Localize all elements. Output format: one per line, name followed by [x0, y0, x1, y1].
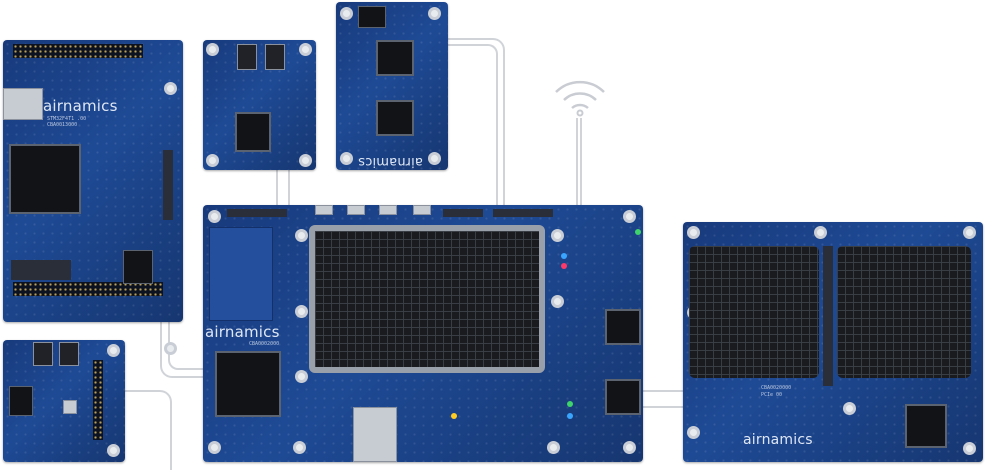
mounting-hole [295, 370, 308, 383]
connector [33, 342, 53, 366]
header-connector [493, 209, 553, 217]
pin-header [13, 282, 163, 296]
mounting-hole [107, 444, 120, 457]
button [63, 400, 77, 414]
mounting-hole [164, 342, 177, 355]
mounting-hole [340, 7, 353, 20]
usb-port [413, 205, 431, 215]
usb-port [315, 205, 333, 215]
connector [237, 44, 257, 70]
wire-left-board-to-main [160, 318, 210, 378]
mounting-hole [107, 344, 120, 357]
mcu-chip [9, 144, 81, 214]
wire-bottom-left [120, 390, 172, 470]
ethernet-port [353, 407, 397, 462]
connector [59, 342, 79, 366]
mounting-hole [299, 154, 312, 167]
mounting-hole [340, 152, 353, 165]
mounting-hole [687, 226, 700, 239]
usb-port [379, 205, 397, 215]
usb-port [347, 205, 365, 215]
pin-header [93, 360, 103, 440]
board-small-module-1 [203, 40, 316, 170]
component [163, 150, 173, 220]
memory-heatsink-left [689, 246, 819, 378]
mounting-hole [295, 229, 308, 242]
mounting-hole [623, 441, 636, 454]
memory-heatsink-right [837, 246, 971, 378]
mounting-hole [623, 210, 636, 223]
power-inductor [605, 309, 641, 345]
wire-main-to-right [640, 390, 690, 408]
board-brand-label: airnamics [205, 323, 280, 341]
ic-chip [376, 100, 414, 136]
mounting-hole [428, 152, 441, 165]
board-stm32-module: airnamics STM32F4T1 .00 CBA0013000 [3, 40, 183, 355]
mounting-hole [208, 441, 221, 454]
mounting-hole [295, 305, 308, 318]
mounting-hole [963, 226, 976, 239]
mounting-hole [551, 229, 564, 242]
mounting-hole [687, 426, 700, 439]
status-led [635, 229, 641, 235]
mounting-hole [299, 43, 312, 56]
mounting-hole [428, 7, 441, 20]
board-brand-label: airnamics [43, 97, 118, 115]
usb-connector [3, 88, 43, 120]
mounting-hole [206, 43, 219, 56]
board-pcie-expansion: airnamics CBA0020000 PCIe 00 [683, 222, 983, 462]
ic-chip [376, 40, 414, 76]
board-code-label: CBA0020000 [761, 385, 792, 391]
mounting-hole [206, 154, 219, 167]
cpu-heatsink [309, 225, 545, 373]
pin-header [13, 44, 143, 58]
status-led [567, 401, 573, 407]
ic-chip [123, 250, 153, 284]
board-small-module-2: airnamics [336, 2, 448, 170]
header-connector [443, 209, 483, 217]
board-code-label: CBA0013000 [47, 122, 78, 128]
board-brand-label: airnamics [358, 154, 423, 169]
board-main-carrier: airnamics CBA0002000 [203, 205, 643, 462]
connector-strip [823, 246, 833, 386]
ic-chip [9, 386, 33, 416]
sata-connector [227, 209, 287, 217]
component [11, 260, 71, 280]
wire-top-board-to-main-2 [445, 44, 498, 212]
board-sub-label: PCIe 00 [761, 392, 783, 398]
status-led [561, 263, 567, 269]
wireless-module [209, 227, 273, 321]
mounting-hole [164, 82, 177, 95]
ic-chip [905, 404, 947, 448]
board-code-label: CBA0002000 [249, 341, 280, 347]
power-module [215, 351, 281, 417]
wire-antenna [576, 118, 582, 218]
connector [265, 44, 285, 70]
board-brand-label: airnamics [743, 432, 813, 448]
wifi-icon [555, 80, 605, 117]
status-led [451, 413, 457, 419]
mounting-hole [551, 295, 564, 308]
board-io-module [3, 340, 125, 462]
mounting-hole [963, 442, 976, 455]
board-model-label: STM32F4T1 .00 [47, 116, 87, 122]
ic-chip [358, 6, 386, 28]
wire-top-board-to-main [445, 38, 505, 213]
mounting-hole [814, 226, 827, 239]
mounting-hole [547, 441, 560, 454]
wire-small-top-to-main [276, 168, 290, 214]
status-led [567, 413, 573, 419]
mounting-hole [208, 210, 221, 223]
mounting-hole [293, 441, 306, 454]
mounting-hole [843, 402, 856, 415]
status-led [561, 253, 567, 259]
ic-chip [235, 112, 271, 152]
power-inductor [605, 379, 641, 415]
